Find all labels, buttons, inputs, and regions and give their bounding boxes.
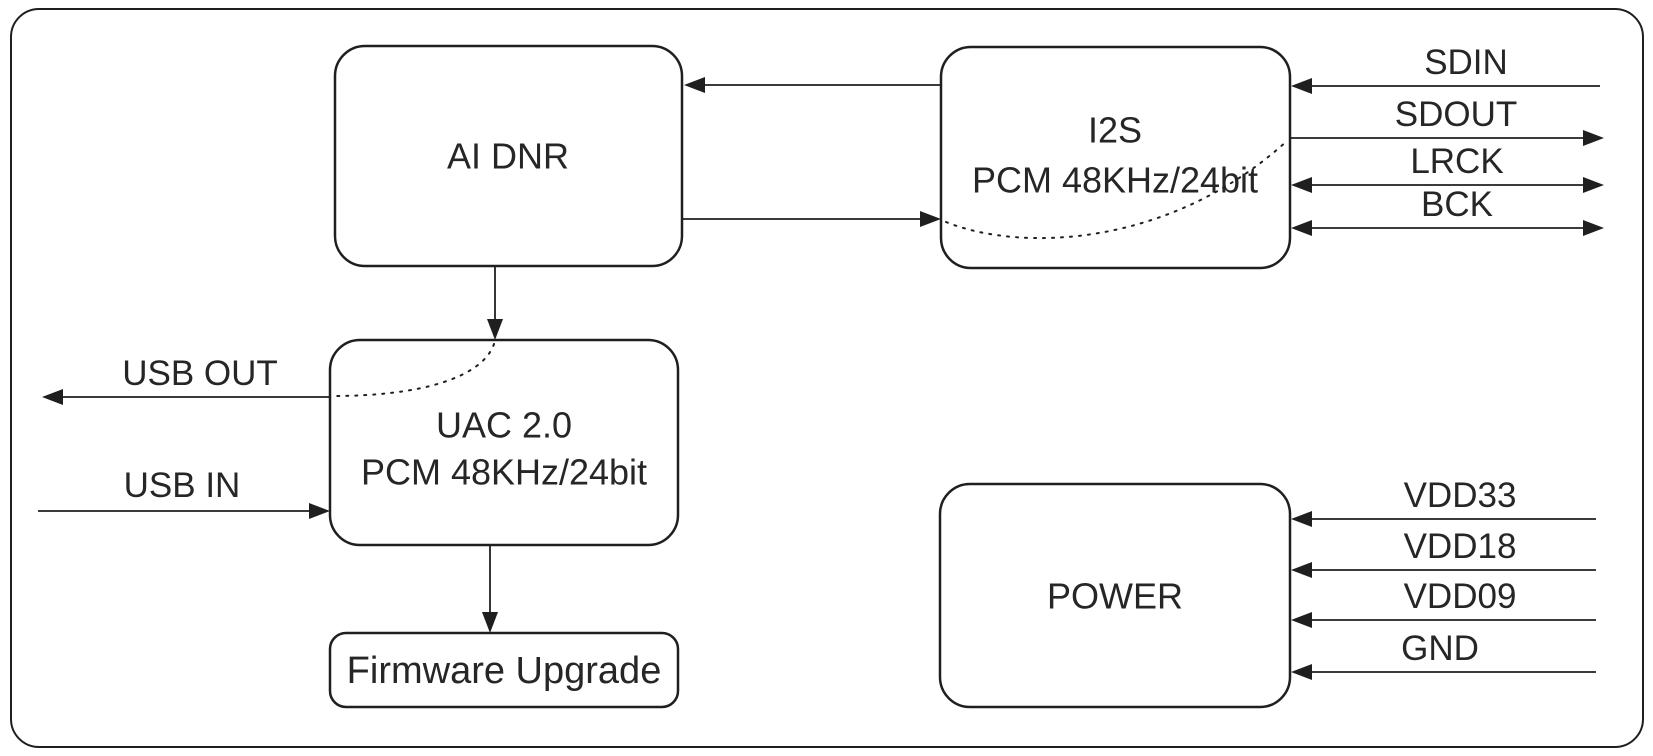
ai-dnr-label: AI DNR xyxy=(447,136,569,177)
signal-vdd18: VDD18 xyxy=(1291,527,1596,578)
block-ai-dnr: AI DNR xyxy=(333,44,684,268)
i2s-datapath-dotted-curve xyxy=(945,139,1289,240)
arrow-i2s-to-aidnr xyxy=(684,77,941,93)
signal-sdout: SDOUT xyxy=(1290,95,1604,146)
i2s-to-aidnr-arrowhead xyxy=(684,77,705,93)
arrow-uac-to-firmware xyxy=(482,545,498,633)
aidnr-to-uac-arrowhead xyxy=(487,319,503,340)
sdout-label: SDOUT xyxy=(1395,95,1518,134)
signal-vdd33: VDD33 xyxy=(1291,476,1596,527)
uac-box xyxy=(328,338,680,547)
usb-in-arrowhead xyxy=(309,503,330,519)
firmware-box xyxy=(328,631,680,709)
power-box xyxy=(938,482,1292,709)
sdout-arrowhead xyxy=(1583,130,1604,146)
signal-vdd09: VDD09 xyxy=(1291,577,1596,628)
block-uac: UAC 2.0 PCM 48KHz/24bit xyxy=(328,338,680,547)
signal-lrck: LRCK xyxy=(1291,142,1604,193)
vdd18-label: VDD18 xyxy=(1404,527,1517,566)
vdd33-arrowhead xyxy=(1291,511,1312,527)
arrow-aidnr-to-uac xyxy=(487,266,503,340)
uac-to-firmware-arrowhead xyxy=(482,612,498,633)
lrck-arrowhead-right xyxy=(1583,177,1604,193)
signal-sdin: SDIN xyxy=(1291,43,1600,94)
sdin-arrowhead xyxy=(1291,78,1312,94)
bck-arrowhead-left xyxy=(1291,220,1312,236)
firmware-label: Firmware Upgrade xyxy=(347,650,662,692)
vdd18-arrowhead xyxy=(1291,562,1312,578)
vdd09-label: VDD09 xyxy=(1404,577,1517,616)
i2s-label-line2: PCM 48KHz/24bit xyxy=(972,160,1258,201)
i2s-box xyxy=(939,45,1292,270)
signal-bck: BCK xyxy=(1291,185,1604,236)
usb-out-label: USB OUT xyxy=(122,354,278,393)
bck-label: BCK xyxy=(1421,185,1493,224)
vdd33-label: VDD33 xyxy=(1404,476,1517,515)
gnd-arrowhead xyxy=(1291,664,1312,680)
lrck-label: LRCK xyxy=(1410,142,1503,181)
signal-usb-out: USB OUT xyxy=(42,354,330,405)
bck-arrowhead-right xyxy=(1583,220,1604,236)
power-label: POWER xyxy=(1047,576,1183,617)
usb-out-arrowhead xyxy=(42,389,63,405)
i2s-label-line1: I2S xyxy=(1088,110,1142,151)
signal-usb-in: USB IN xyxy=(38,466,330,519)
block-firmware-upgrade: Firmware Upgrade xyxy=(328,631,680,709)
ai-dnr-box xyxy=(333,44,684,268)
usb-in-label: USB IN xyxy=(124,466,241,505)
vdd09-arrowhead xyxy=(1291,612,1312,628)
gnd-label: GND xyxy=(1401,629,1479,668)
aidnr-to-i2s-arrowhead xyxy=(920,211,941,227)
uac-label-line1: UAC 2.0 xyxy=(436,405,572,446)
arrow-aidnr-to-i2s xyxy=(682,211,941,227)
diagram-outer-border xyxy=(10,8,1644,748)
block-i2s: I2S PCM 48KHz/24bit xyxy=(939,45,1292,270)
block-power: POWER xyxy=(938,482,1292,709)
sdin-label: SDIN xyxy=(1424,43,1508,82)
signal-gnd: GND xyxy=(1291,629,1596,680)
uac-label-line2: PCM 48KHz/24bit xyxy=(361,452,647,493)
lrck-arrowhead-left xyxy=(1291,177,1312,193)
